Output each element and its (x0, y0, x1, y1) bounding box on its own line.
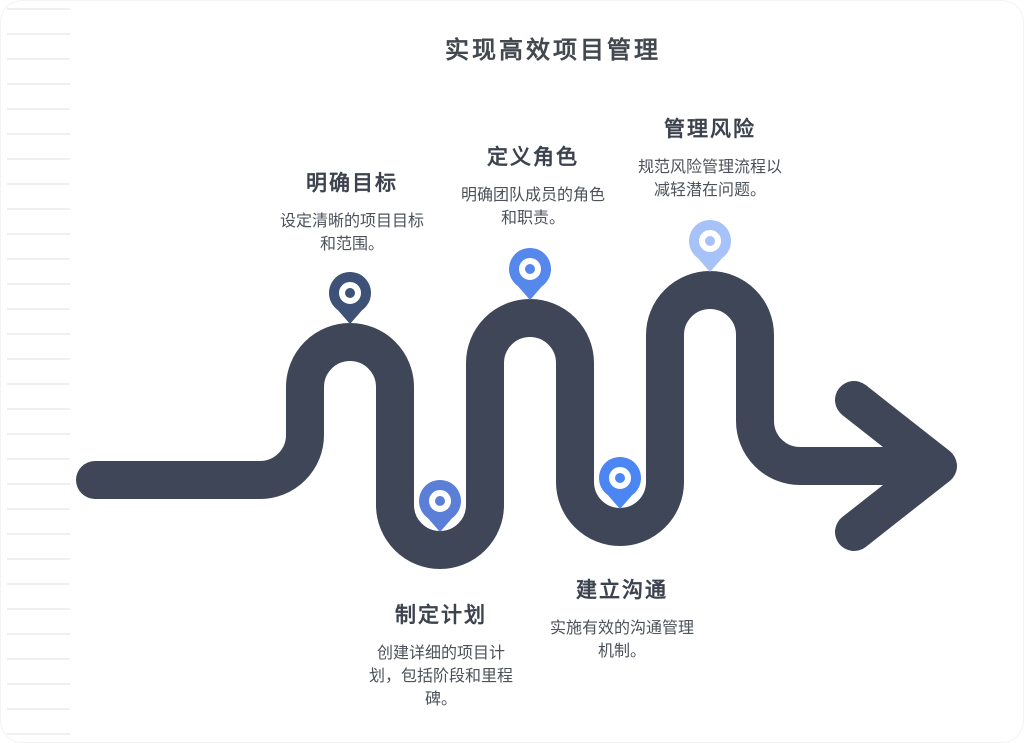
step-block-1: 明确目标 设定清晰的项目目标和范围。 (252, 167, 452, 256)
step-title: 定义角色 (487, 146, 579, 169)
step-description: 创建详细的项目计划，包括阶段和里程碑。 (368, 645, 513, 709)
arrow-head-icon (835, 381, 957, 551)
location-pin-icon-step-3 (509, 247, 551, 300)
step-description: 规范风险管理流程以减轻潜在问题。 (637, 159, 782, 200)
step-description: 实施有效的沟通管理机制。 (549, 620, 694, 661)
location-pin-icon-step-4 (599, 456, 641, 509)
step-block-4: 建立沟通 实施有效的沟通管理机制。 (522, 574, 722, 663)
step-title: 制定计划 (395, 604, 487, 627)
location-pin-icon-step-1 (329, 271, 371, 324)
step-block-5: 管理风险 规范风险管理流程以减轻潜在问题。 (610, 113, 810, 202)
winding-path (76, 271, 915, 569)
step-title: 建立沟通 (576, 579, 668, 602)
step-description: 设定清晰的项目目标和范围。 (279, 213, 424, 254)
step-block-2: 制定计划 创建详细的项目计划，包括阶段和里程碑。 (341, 599, 541, 712)
pin-ring (339, 282, 361, 304)
pin-ring (609, 467, 631, 489)
pin-ring (519, 258, 541, 280)
step-block-3: 定义角色 明确团队成员的角色和职责。 (433, 141, 633, 230)
pin-ring (699, 230, 721, 252)
location-pin-icon-step-2 (419, 479, 461, 532)
step-title: 管理风险 (664, 118, 756, 141)
step-description: 明确团队成员的角色和职责。 (460, 187, 605, 228)
page-title: 实现高效项目管理 (445, 37, 661, 64)
step-title: 明确目标 (306, 172, 398, 195)
location-pin-icon-step-5 (689, 219, 731, 272)
pin-ring (429, 490, 451, 512)
notebook-lines-decoration (7, 8, 70, 735)
